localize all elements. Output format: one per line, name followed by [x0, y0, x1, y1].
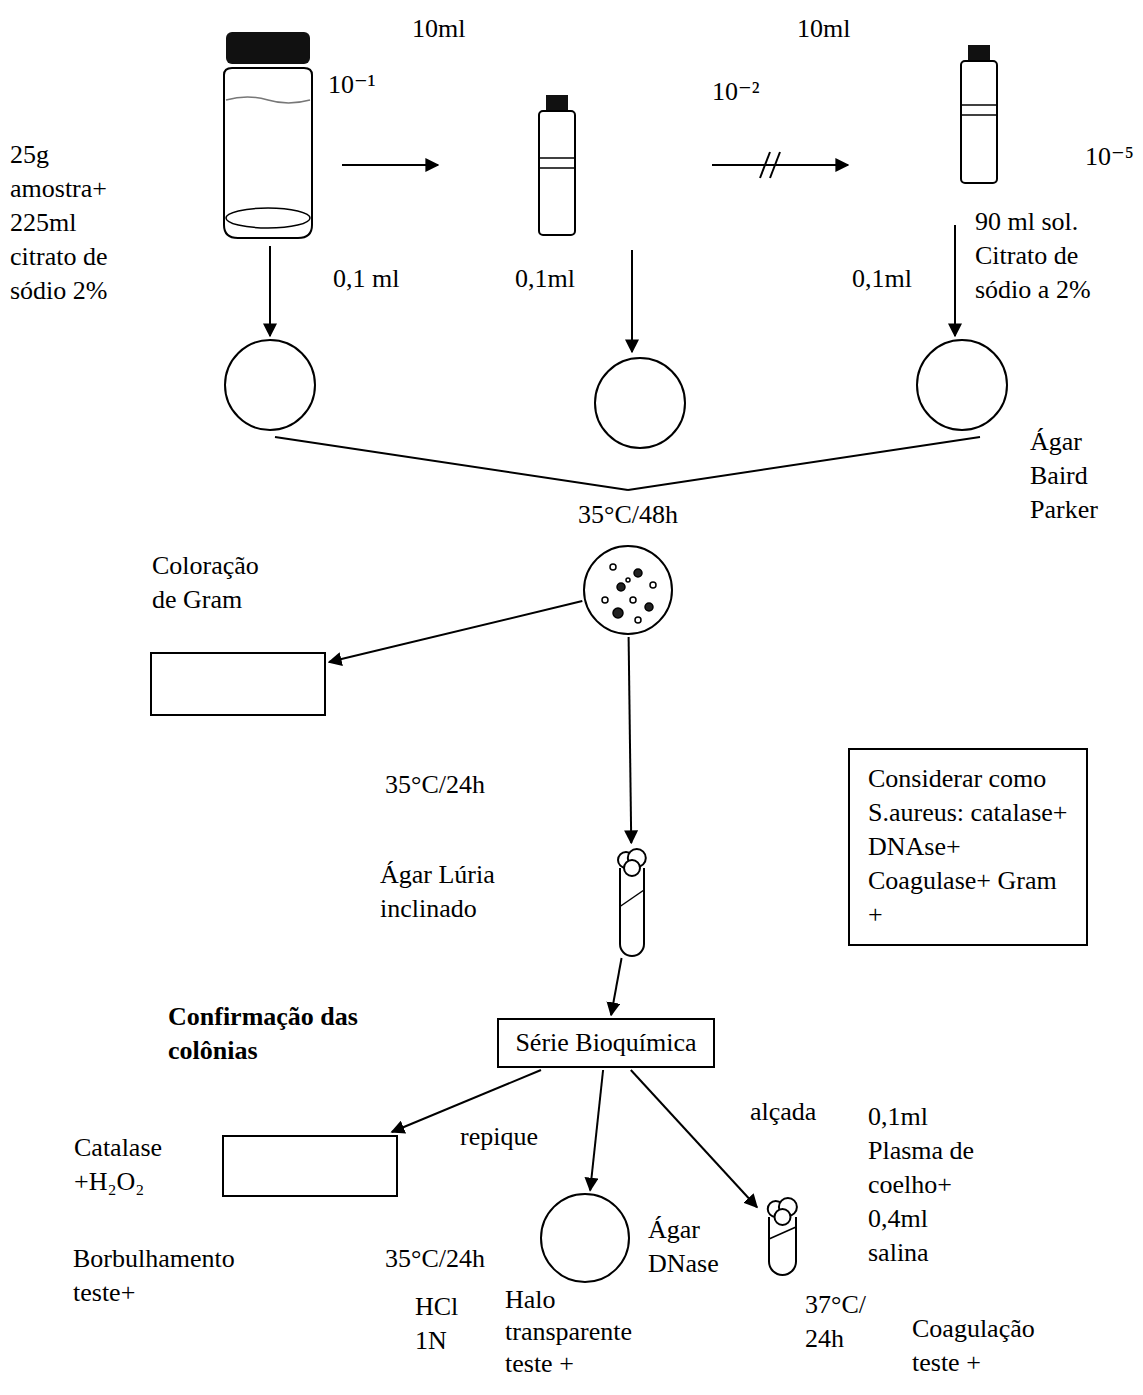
bottle-body	[961, 61, 997, 183]
node-text: Ágar DNase	[648, 1213, 758, 1281]
colony	[613, 608, 623, 618]
cotton-plug	[624, 860, 640, 876]
note-label: 0,1 ml	[333, 262, 433, 296]
colony	[630, 597, 636, 603]
flow-arrow	[629, 637, 632, 843]
bottle-cap	[968, 45, 990, 61]
bottle-mark	[539, 167, 575, 169]
gram-slide: Coloração de Gram	[150, 652, 326, 716]
merge-line	[628, 437, 980, 490]
colony	[617, 583, 625, 591]
flow-arrow	[611, 958, 621, 1015]
jar-lid	[226, 32, 310, 64]
dilution-bottle: 10⁻⁵90 ml sol. Citrato de sódio a 2%	[958, 45, 1000, 185]
plating-arrow	[631, 250, 633, 352]
node-text: 10⁻⁵	[1085, 140, 1143, 174]
note-label: 35°C/24h	[385, 1242, 515, 1276]
petri-plate	[917, 340, 1007, 430]
note-label: 0,1ml	[852, 262, 942, 296]
colony	[635, 617, 641, 623]
petri-plate	[595, 358, 685, 448]
node-text: Série Bioquímica	[515, 1026, 696, 1060]
colony	[645, 603, 653, 611]
note-label: Confirmação das colônias	[168, 1000, 408, 1068]
flow-arrow	[631, 1070, 757, 1207]
node-text: Ágar Lúria inclinado	[380, 858, 540, 926]
note-label: 10⁻²	[712, 75, 792, 109]
petri-plate	[584, 546, 672, 634]
plating-arrow	[954, 225, 956, 336]
petri-plate	[225, 340, 315, 430]
node-text: 25g amostra+ 225ml citrato de sódio 2%	[10, 138, 135, 308]
merge-line	[275, 437, 628, 490]
transfer-arrow	[342, 164, 438, 166]
note-label: 0,1ml	[515, 262, 605, 296]
jar-body	[224, 68, 312, 238]
bottle-mark	[961, 104, 997, 106]
dnase-plate-outline	[540, 1193, 630, 1283]
flow-arrow	[590, 1070, 603, 1190]
cotton-plug	[775, 1209, 791, 1225]
jar-base	[226, 208, 310, 228]
bottle-cap	[546, 95, 568, 111]
note-label: Ágar Baird Parker	[1030, 425, 1138, 527]
slant-tube-outline	[612, 846, 652, 956]
sample-jar: 25g amostra+ 225ml citrato de sódio 2%10…	[218, 30, 318, 240]
transfer-arrow	[712, 164, 848, 166]
node-text: Coloração de Gram	[152, 549, 282, 617]
node-text: Catalase +H₂O₂	[74, 1131, 204, 1199]
colony	[626, 578, 630, 582]
node-text: 90 ml sol. Citrato de sódio a 2%	[975, 205, 1135, 307]
colony	[602, 597, 608, 603]
bottle-mark	[961, 114, 997, 116]
node-text: 35°C/48h	[548, 498, 708, 532]
note-label: Borbulhamento teste+	[73, 1242, 293, 1310]
node-text: 0,1ml Plasma de coelho+ 0,4ml salina	[868, 1100, 993, 1270]
criteria-box: Considerar como S.aureus: catalase+ DNAs…	[848, 748, 1088, 946]
coagulase-tube-outline	[760, 1195, 805, 1275]
flow-arrow	[329, 601, 582, 662]
coagulase-tube: 0,1ml Plasma de coelho+ 0,4ml salina	[760, 1195, 805, 1275]
catalase-slide: Catalase +H₂O₂	[222, 1135, 398, 1197]
edge-label: alçada	[748, 1097, 818, 1127]
node-text: 10⁻¹	[328, 68, 408, 102]
slant-tube: Ágar Lúria inclinado	[612, 846, 652, 956]
plating-arrow	[269, 246, 271, 336]
dilution-bottle-outline	[958, 45, 1000, 185]
bottle-body	[539, 111, 575, 235]
sample-jar-outline	[218, 30, 318, 240]
medium-line	[769, 1227, 796, 1239]
bottle-mark	[539, 157, 575, 159]
petri-plate	[541, 1194, 629, 1282]
node-text: Considerar como S.aureus: catalase+ DNAs…	[868, 762, 1068, 932]
note-label: 37°C/ 24h	[805, 1288, 885, 1356]
colony	[650, 582, 656, 588]
incubated-plate: 35°C/48h	[583, 545, 673, 635]
dilution-bottle	[539, 95, 575, 235]
break-mark	[770, 152, 780, 178]
note-label: 10ml	[412, 12, 492, 46]
note-label: Halo transparente teste +	[505, 1284, 675, 1380]
tube-body	[620, 868, 644, 956]
medium-line	[620, 890, 644, 907]
note-label: 35°C/24h	[385, 768, 515, 802]
break-mark	[760, 152, 770, 178]
colony	[610, 564, 616, 570]
colony	[634, 569, 642, 577]
note-label: 10ml	[797, 12, 877, 46]
note-label: Coagulação teste +	[912, 1312, 1072, 1380]
note-label: HCl 1N	[415, 1290, 475, 1358]
liquid-line	[226, 97, 310, 103]
edge-label: repique	[458, 1122, 540, 1152]
dnase-plate: Ágar DNase	[540, 1193, 630, 1283]
incubated-plate-outline	[583, 545, 673, 635]
process-box: Série Bioquímica	[497, 1018, 714, 1068]
